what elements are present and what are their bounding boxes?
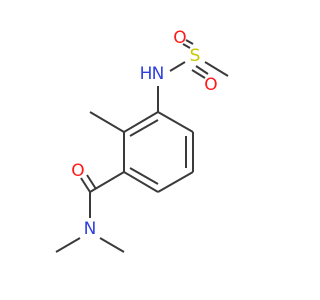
atom-o-top-label: O	[173, 28, 186, 48]
bonds	[55, 39, 229, 253]
atom-n-amide-label: N	[84, 219, 97, 239]
atom-labels: H N S O O O N	[71, 28, 217, 239]
bond-n-s	[169, 61, 186, 72]
atom-o-bottom-label: O	[204, 75, 217, 95]
bond-ring-4	[123, 171, 159, 193]
bond-namide-methyl-left	[55, 237, 81, 253]
bond-ring-6-inner	[129, 119, 159, 137]
bond-ring-1	[157, 111, 194, 133]
atom-h-label: H	[140, 64, 153, 84]
atom-s-label: S	[190, 46, 201, 66]
bond-c-o-b	[86, 174, 97, 190]
bond-s-methyl	[204, 61, 229, 77]
bond-s-o-bottom-b	[195, 65, 209, 75]
bond-s-o-top-b	[185, 39, 194, 45]
bond-methyl	[89, 111, 125, 133]
bond-namide-methyl-right	[99, 237, 125, 253]
bond-s-o-bottom-a	[191, 69, 206, 79]
molecule-structure: H N S O O O N	[55, 28, 229, 253]
bond-s-o-top-a	[182, 43, 191, 49]
bond-c-o-a	[80, 177, 91, 193]
bond-ring-3	[157, 171, 194, 193]
atom-n-sulfonamide-label: N	[152, 64, 165, 84]
bond-ring-6	[123, 111, 159, 133]
bond-ring-4-inner	[129, 167, 159, 185]
atom-o-carbonyl-label: O	[71, 161, 84, 181]
